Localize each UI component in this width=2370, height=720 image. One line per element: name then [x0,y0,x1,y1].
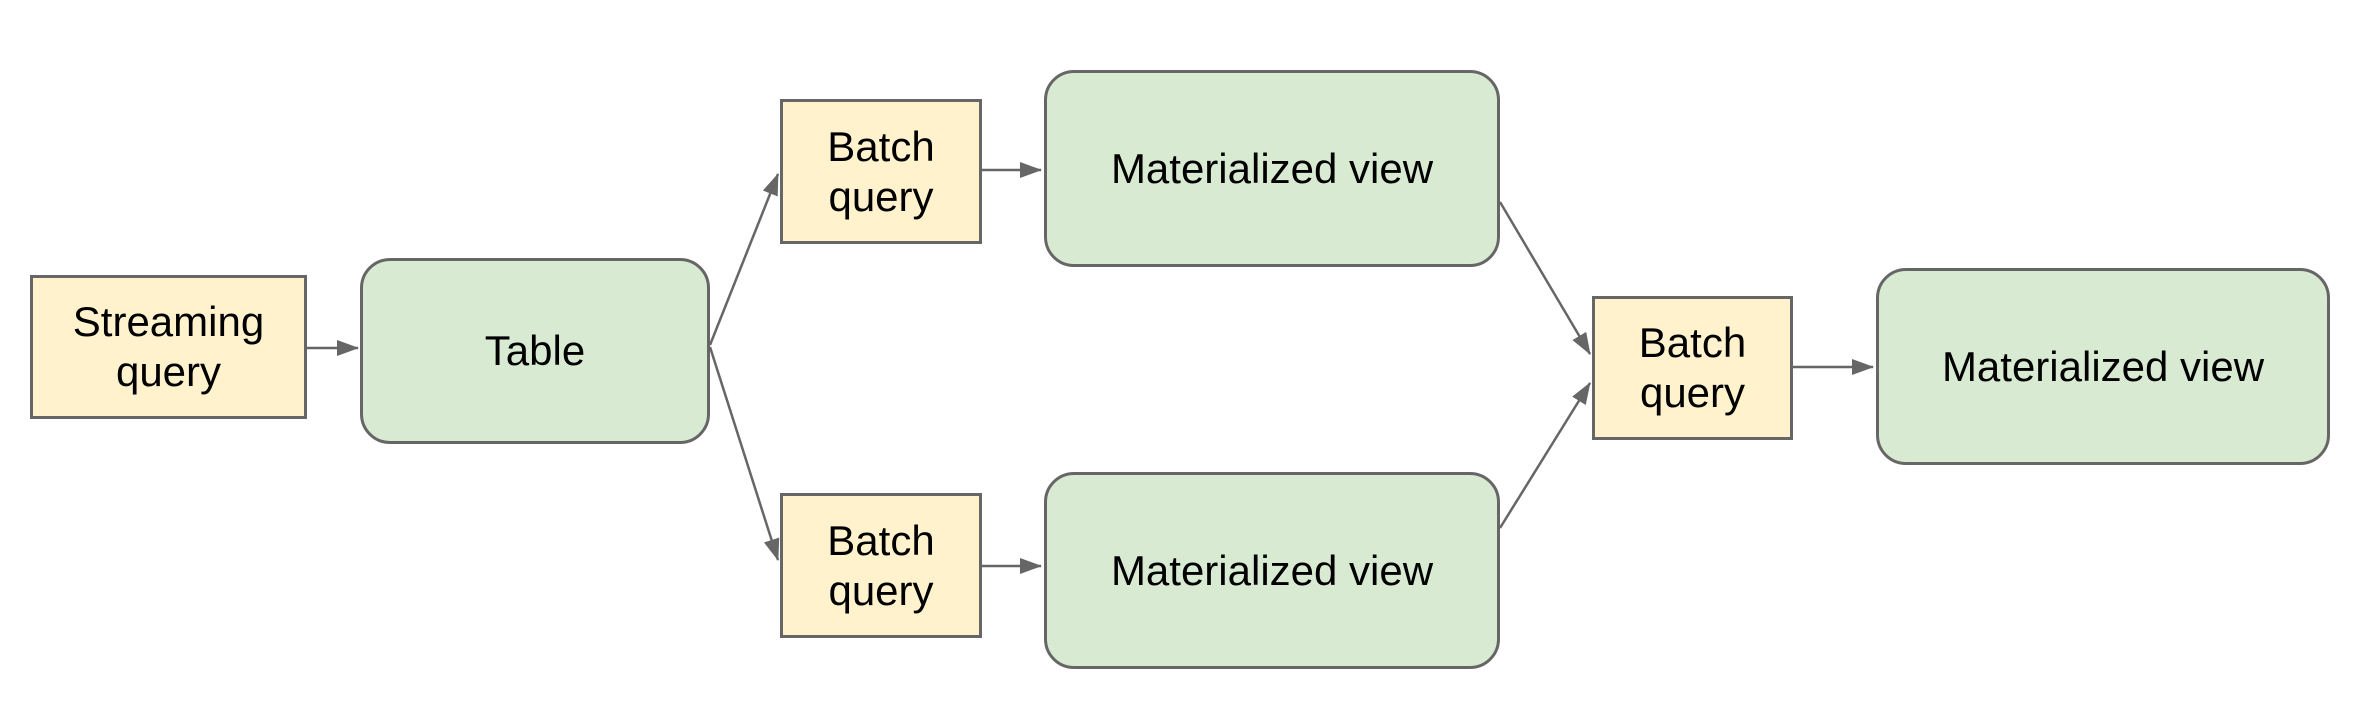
node-table: Table [360,258,710,444]
node-table-label: Table [484,327,586,374]
node-streaming-query-label: Streaming query [72,298,265,395]
node-materialized-view-bottom-label: Materialized view [1110,546,1434,594]
node-batch-query-top: Batch query [780,99,982,244]
node-streaming-query: Streaming query [30,275,307,419]
node-materialized-view-top-label: Materialized view [1110,144,1434,192]
edge-materialized-view-top-to-batch-query-final [1498,201,1592,355]
edge-table-to-batch-query-bottom [708,346,780,561]
node-materialized-view-final: Materialized view [1876,268,2330,465]
node-materialized-view-bottom: Materialized view [1044,472,1500,669]
node-batch-query-top-label: Batch query [827,122,935,220]
edge-table-to-batch-query-top [708,173,780,346]
node-batch-query-final-label: Batch query [1638,319,1747,416]
node-materialized-view-top: Materialized view [1044,70,1500,267]
node-batch-query-bottom-label: Batch query [827,516,935,614]
edge-materialized-view-bottom-to-batch-query-final [1498,382,1592,529]
node-batch-query-bottom: Batch query [780,493,982,638]
node-batch-query-final: Batch query [1592,296,1793,440]
node-materialized-view-final-label: Materialized view [1941,342,2265,390]
